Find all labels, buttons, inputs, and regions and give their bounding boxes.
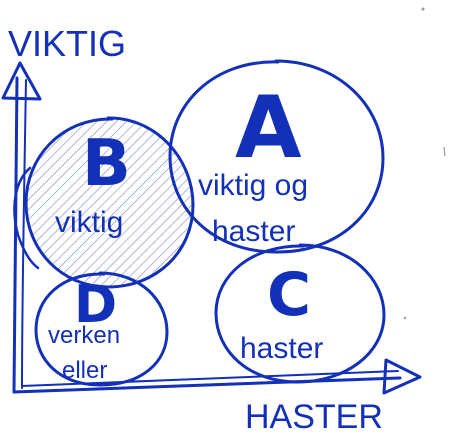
quadrant-c-label: haster <box>240 332 323 365</box>
y-axis-label: VIKTIG <box>8 23 126 64</box>
y-axis-line-inner <box>21 79 27 389</box>
b-circle <box>24 116 195 289</box>
speck-top-right <box>421 7 425 11</box>
quadrant-c-letter: C <box>267 260 311 330</box>
quadrant-d-letter: D <box>74 275 117 335</box>
b-circle-left-bulge <box>13 166 40 270</box>
quadrant-b-label: viktig <box>55 206 123 239</box>
x-axis-label: HASTER <box>245 398 383 436</box>
speck-right <box>443 146 446 157</box>
x-axis-line-inner <box>21 370 399 387</box>
x-axis-line <box>12 376 402 394</box>
quadrant-d-label-line2: eller <box>62 357 107 384</box>
y-axis-line <box>12 76 19 394</box>
quadrant-a-label-line1: viktig og <box>198 169 308 202</box>
quadrant-a-label-line2: haster <box>212 215 295 248</box>
b-circle-hatching <box>26 119 194 287</box>
d-circle <box>34 271 169 387</box>
x-axis-arrowhead <box>382 358 422 395</box>
quadrant-b-letter: B <box>82 127 131 201</box>
quadrant-a-letter: A <box>235 78 302 178</box>
a-circle <box>168 59 385 254</box>
y-axis-arrowhead <box>1 61 42 101</box>
speck-right-middle <box>403 316 407 320</box>
c-circle <box>214 243 386 384</box>
quadrant-d-label-line1: verken <box>48 322 120 349</box>
